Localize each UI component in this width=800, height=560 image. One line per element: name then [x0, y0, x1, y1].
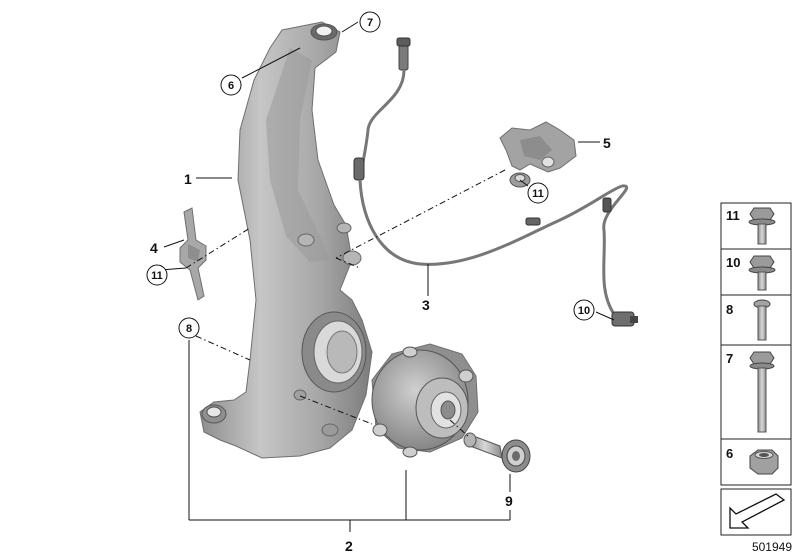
torx-flange-bolt-icon: [748, 255, 776, 291]
svg-text:8: 8: [726, 302, 733, 317]
svg-text:10: 10: [578, 305, 590, 317]
svg-text:7: 7: [367, 17, 373, 29]
svg-text:10: 10: [726, 255, 740, 270]
direction-arrow-icon: [729, 493, 786, 529]
callout-6: 6: [220, 74, 242, 96]
svg-text:8: 8: [186, 323, 192, 335]
label-5: 5: [603, 135, 611, 151]
label-1: 1: [184, 171, 192, 187]
hardware-legend-panel: 11 10 8: [720, 202, 792, 536]
legend-item-8: 8: [720, 294, 792, 346]
legend-item-6: 6: [720, 438, 792, 486]
svg-text:6: 6: [726, 446, 733, 461]
svg-text:7: 7: [726, 351, 733, 366]
svg-text:11: 11: [726, 208, 740, 223]
wheel-hub: [371, 343, 479, 458]
leader-lines: [159, 21, 615, 532]
wheel-speed-sensor: [353, 37, 638, 327]
legend-item-10: 10: [720, 248, 792, 296]
callout-7: 7: [359, 11, 381, 33]
callout-11-left: 11: [146, 264, 168, 286]
label-2: 2: [345, 538, 353, 554]
legend-item-11: 11: [720, 202, 792, 250]
cable-bracket-left: [179, 207, 207, 301]
steering-knuckle: [199, 21, 373, 459]
svg-text:11: 11: [151, 270, 163, 282]
label-9: 9: [505, 493, 513, 509]
long-hex-bolt-icon: [749, 351, 775, 433]
callout-10: 10: [573, 299, 595, 321]
torx-screw-icon: [753, 299, 771, 341]
svg-text:11: 11: [532, 188, 544, 200]
cable-bracket-right: [499, 121, 577, 188]
legend-arrow-box: [720, 488, 792, 536]
callout-8: 8: [178, 317, 200, 339]
label-3: 3: [422, 297, 430, 313]
callout-11-right: 11: [527, 182, 549, 204]
hex-nut-icon: [749, 449, 779, 475]
svg-text:6: 6: [228, 80, 234, 92]
flange-bolt-icon: [748, 207, 776, 245]
legend-item-7: 7: [720, 344, 792, 440]
hub-bolt: [463, 432, 531, 473]
assembly-lines: [185, 169, 506, 437]
diagram-number: 501949: [751, 540, 792, 554]
label-4: 4: [150, 240, 158, 256]
